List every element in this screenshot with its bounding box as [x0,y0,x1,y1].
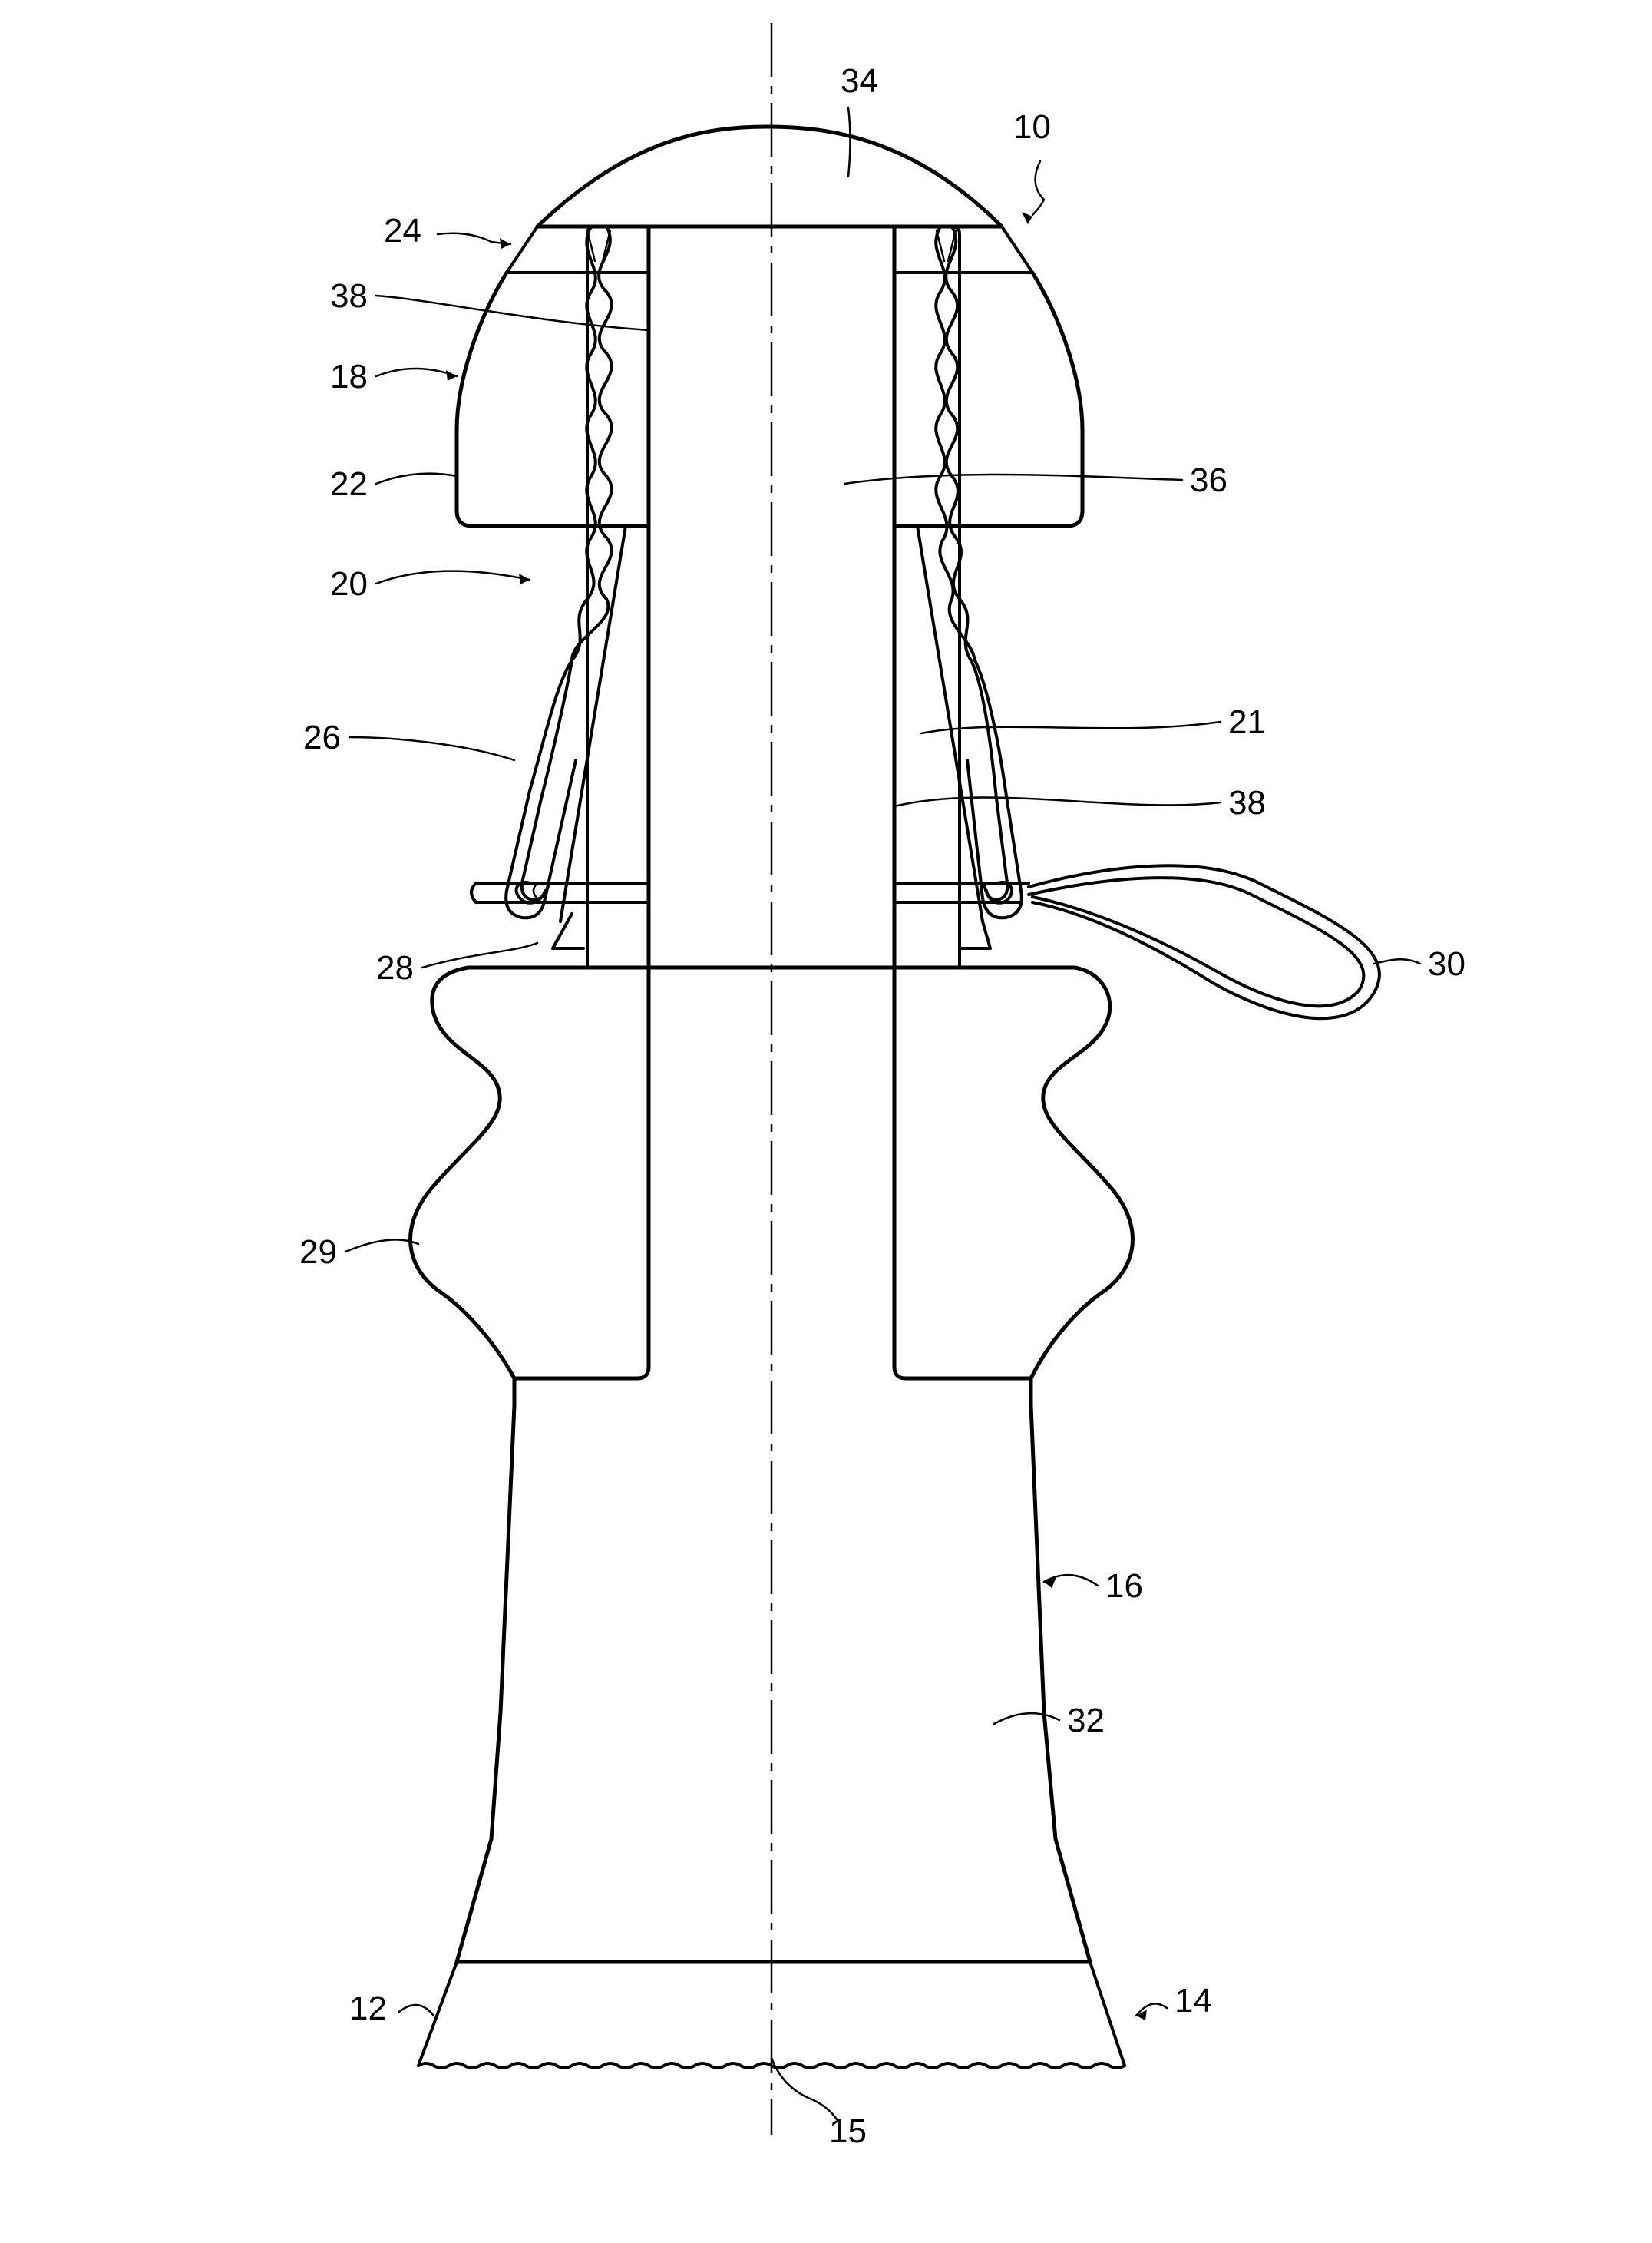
right-block-edge [894,227,960,968]
ref-28: 28 [376,949,414,987]
reference-numerals: 34 10 24 38 18 22 20 26 28 29 12 36 21 3… [299,62,1465,2150]
ref-30: 30 [1428,945,1465,983]
ref-18: 18 [330,358,368,395]
ref-38-top: 38 [330,277,368,315]
ref-38-right: 38 [1228,784,1266,822]
leader-lines [345,108,1420,2119]
dome-cap [537,127,1002,227]
ref-16: 16 [1105,1567,1143,1605]
left-channel [553,526,626,948]
ref-10: 10 [1013,108,1051,146]
ref-34: 34 [841,62,878,100]
cord-loop [1029,865,1379,1018]
head-right [894,273,1082,526]
leader-arrowheads [446,212,1147,2020]
ref-29: 29 [299,1233,337,1271]
ref-12: 12 [349,1990,387,2027]
left-pin [471,883,649,902]
ref-36: 36 [1190,462,1227,499]
ref-14: 14 [1175,1982,1212,2020]
ref-22: 22 [330,465,368,503]
body-outline [457,1378,1090,1962]
ref-32: 32 [1067,1702,1105,1739]
left-twisted-cord [506,227,612,918]
ref-26: 26 [303,719,341,756]
ref-20: 20 [330,565,368,603]
ref-21: 21 [1228,703,1266,741]
ref-24: 24 [384,212,421,250]
right-twisted-cord [936,227,1022,918]
ref-15: 15 [829,2112,867,2150]
cord-loop-inner [1029,878,1363,1006]
